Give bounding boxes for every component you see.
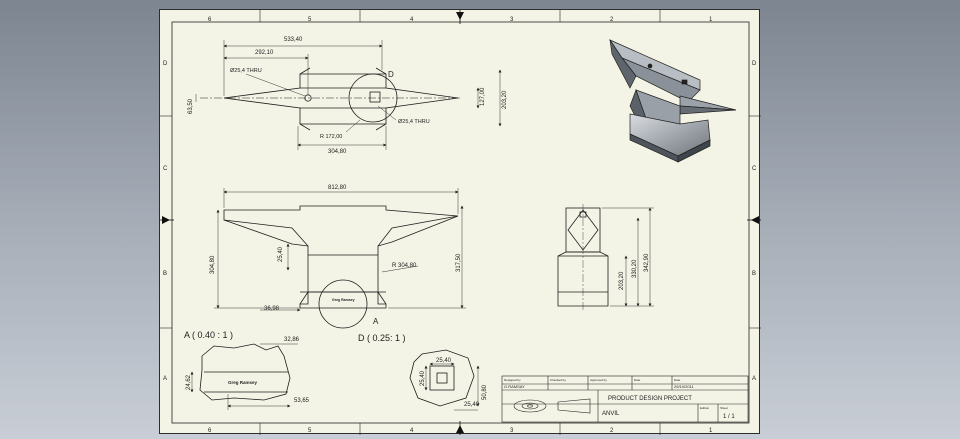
zone-row-label: B <box>163 271 167 277</box>
zone-col-label: 6 <box>208 428 212 434</box>
dim-label: 36,98 <box>264 306 280 312</box>
detail-d-title: D ( 0.25: 1 ) <box>358 333 406 343</box>
zone-row-label: D <box>752 61 757 67</box>
front-view <box>223 205 459 329</box>
drawing-sheet: 6 5 4 3 2 1 6 5 4 3 2 1 D C B A D C B A … <box>159 9 761 435</box>
side-view <box>557 204 609 310</box>
zone-col-label: 2 <box>610 17 614 23</box>
anvil-3d-view <box>609 39 737 163</box>
inner-frame <box>171 21 750 424</box>
title-block-label: Date <box>634 378 641 382</box>
zone-col-label: 1 <box>709 428 713 434</box>
dim-label: 25,40 <box>420 370 426 386</box>
dim-label: 304,80 <box>210 255 216 274</box>
side-view-dimensions <box>602 207 654 307</box>
dim-label: 24,62 <box>186 374 192 390</box>
front-view-dimensions <box>214 188 466 312</box>
dim-label: 342,90 <box>644 253 650 272</box>
dim-label: Ø25,4 THRU <box>398 119 430 125</box>
zone-col-label: 1 <box>709 17 713 23</box>
dim-label: 330,20 <box>632 259 638 278</box>
detail-d-view <box>409 349 475 407</box>
detail-marker-a: A <box>373 317 379 326</box>
top-view <box>200 67 460 131</box>
dim-label: 127,00 <box>480 87 486 106</box>
zone-col-label: 6 <box>208 17 212 23</box>
zone-col-label: 3 <box>510 428 514 434</box>
detail-marker-d: D <box>388 70 394 79</box>
maker-stamp: Greg Ramsey <box>332 298 355 302</box>
zone-row-label: A <box>163 376 167 382</box>
dim-label: 32,86 <box>284 337 300 343</box>
title-block-label: Checked by <box>550 378 566 382</box>
dim-label: 304,80 <box>328 149 347 155</box>
designer-name: G.RAMSAY <box>504 384 525 389</box>
zone-row-label: D <box>163 61 168 67</box>
zone-col-label: 4 <box>410 17 414 23</box>
zone-row-label: A <box>752 376 756 382</box>
dim-label: 317,50 <box>456 253 462 272</box>
dim-label: Ø25,4 THRU <box>230 68 262 74</box>
zone-col-label: 3 <box>510 17 514 23</box>
part-name: ANVIL <box>602 411 620 417</box>
sheet-label: Sheet <box>720 406 728 410</box>
zone-ticks <box>160 10 761 435</box>
dim-label: 25,40 <box>436 358 452 364</box>
drawing-date: 29/10/2011 <box>674 384 694 389</box>
dim-label: 292,10 <box>255 50 274 56</box>
dim-label: 533,40 <box>284 37 303 43</box>
edition-label: Edition <box>700 406 710 410</box>
dim-label: 53,65 <box>294 398 310 404</box>
title-block-label: Designed by <box>504 378 521 382</box>
dim-label: 25,40 <box>278 246 284 262</box>
title-block <box>501 375 749 423</box>
dim-label: 63,50 <box>188 98 194 114</box>
dim-label: 203,20 <box>502 90 508 109</box>
sheet-number: 1 / 1 <box>723 414 735 420</box>
technical-drawing: 6 5 4 3 2 1 6 5 4 3 2 1 D C B A D C B A … <box>160 10 761 435</box>
zone-row-label: B <box>752 271 756 277</box>
dim-label: R 172,00 <box>320 134 342 140</box>
dim-label: 812,80 <box>328 185 347 191</box>
zone-row-label: C <box>163 166 168 172</box>
title-block-label: Approved by <box>590 378 607 382</box>
title-block-label: Date <box>674 378 681 382</box>
zone-row-label: C <box>752 166 757 172</box>
zone-col-label: 5 <box>308 17 312 23</box>
dim-label: R 304,80 <box>392 263 417 269</box>
dim-label: 25,40 <box>464 402 480 408</box>
project-title: PRODUCT DESIGN PROJECT <box>608 396 692 402</box>
top-view-dimensions <box>195 40 502 150</box>
zone-col-label: 4 <box>410 428 414 434</box>
zone-col-label: 5 <box>308 428 312 434</box>
dim-label: 50,80 <box>482 384 488 400</box>
detail-a-title: A ( 0.40 : 1 ) <box>184 330 233 340</box>
detail-a-view <box>199 343 291 401</box>
dim-label: 203,20 <box>619 271 625 290</box>
zone-col-label: 2 <box>610 428 614 434</box>
maker-stamp: Greg Ramsey <box>228 380 258 385</box>
